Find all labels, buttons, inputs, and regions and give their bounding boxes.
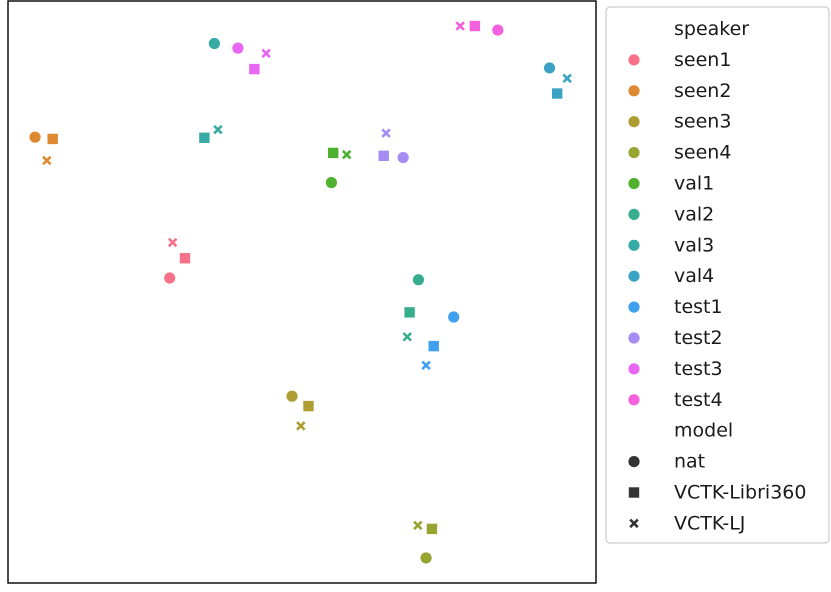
point-val2-vctk-libri360 <box>404 307 415 318</box>
point-val4-nat <box>543 62 556 74</box>
point-seen4-nat <box>420 552 432 564</box>
legend-marker-test1 <box>628 301 640 313</box>
point-seen4-vctk-lj <box>413 520 423 531</box>
point-seen3-nat <box>286 390 298 402</box>
point-val3-nat <box>208 37 220 50</box>
point-val4-vctk-lj <box>562 73 572 84</box>
point-val1-vctk-lj <box>341 149 352 160</box>
legend-marker-val4 <box>628 270 640 282</box>
legend-label-seen2: seen2 <box>674 80 731 102</box>
point-val2-nat <box>412 274 425 286</box>
point-test1-nat <box>448 311 460 323</box>
point-val3-vctk-libri360 <box>199 132 210 143</box>
point-seen1-nat <box>164 272 176 284</box>
point-seen2-nat <box>29 131 41 143</box>
legend-marker-test3 <box>628 363 640 375</box>
legend-marker-seen1 <box>628 54 640 66</box>
point-test2-vctk-libri360 <box>378 150 389 162</box>
legend-label-val1: val1 <box>674 173 714 195</box>
plot-frame <box>7 0 597 584</box>
point-val2-vctk-lj <box>402 332 412 342</box>
legend-label-nat: nat <box>674 451 705 473</box>
point-seen3-vctk-libri360 <box>303 400 314 412</box>
point-test2-vctk-lj <box>381 128 391 138</box>
legend-label-seen4: seen4 <box>674 142 731 164</box>
point-test2-nat <box>397 151 409 164</box>
legend-label-vctk-libri360: VCTK-Libri360 <box>674 482 806 504</box>
legend-items: speaker seen1 seen2 seen3 seen4 val1 val2 val3 v… <box>628 18 806 534</box>
point-val4-vctk-libri360 <box>551 88 563 99</box>
legend-marker-seen2 <box>628 85 640 97</box>
point-val1-vctk-libri360 <box>327 147 339 159</box>
legend-label-seen3: seen3 <box>674 111 731 133</box>
points-layer <box>29 20 572 564</box>
legend-label-test1: test1 <box>674 296 723 318</box>
point-seen4-vctk-libri360 <box>426 523 438 535</box>
legend-label-seen1: seen1 <box>674 49 731 71</box>
legend-label-val4: val4 <box>674 265 714 287</box>
point-seen2-vctk-libri360 <box>47 133 58 145</box>
point-test4-nat <box>492 24 504 36</box>
point-test3-nat <box>232 42 244 54</box>
legend-marker-val3 <box>628 239 640 251</box>
point-val1-nat <box>325 176 337 189</box>
legend-marker-val2 <box>628 208 640 220</box>
legend: speaker seen1 seen2 seen3 seen4 val1 val2 val3 v… <box>605 6 830 544</box>
legend-marker-seen3 <box>628 116 640 128</box>
point-test1-vctk-libri360 <box>428 340 439 352</box>
legend-marker-nat <box>628 456 640 468</box>
legend-label-val2: val2 <box>674 203 714 225</box>
point-test1-vctk-lj <box>421 360 431 371</box>
point-test3-vctk-libri360 <box>249 63 260 75</box>
legend-box <box>605 6 830 544</box>
legend-title-model: model <box>674 420 733 442</box>
legend-label-vctk-lj: VCTK-LJ <box>674 512 745 534</box>
point-test3-vctk-lj <box>261 48 271 59</box>
legend-marker-test4 <box>628 394 640 406</box>
legend-marker-seen4 <box>628 147 640 159</box>
point-seen3-vctk-lj <box>296 421 306 431</box>
legend-marker-vctk-lj <box>629 518 639 529</box>
legend-label-test4: test4 <box>674 389 723 411</box>
point-test4-vctk-libri360 <box>469 20 481 32</box>
point-test4-vctk-lj <box>455 21 465 31</box>
legend-label-test2: test2 <box>674 327 723 349</box>
point-seen1-vctk-libri360 <box>179 253 191 264</box>
legend-marker-test2 <box>628 332 640 344</box>
legend-label-test3: test3 <box>674 358 723 380</box>
legend-marker-vctk-libri360 <box>628 487 640 498</box>
legend-label-val3: val3 <box>674 234 714 256</box>
legend-marker-val1 <box>628 177 640 190</box>
point-seen1-vctk-lj <box>167 237 178 248</box>
legend-title-speaker: speaker <box>674 18 749 40</box>
point-seen2-vctk-lj <box>42 155 52 166</box>
point-val3-vctk-lj <box>213 124 223 135</box>
